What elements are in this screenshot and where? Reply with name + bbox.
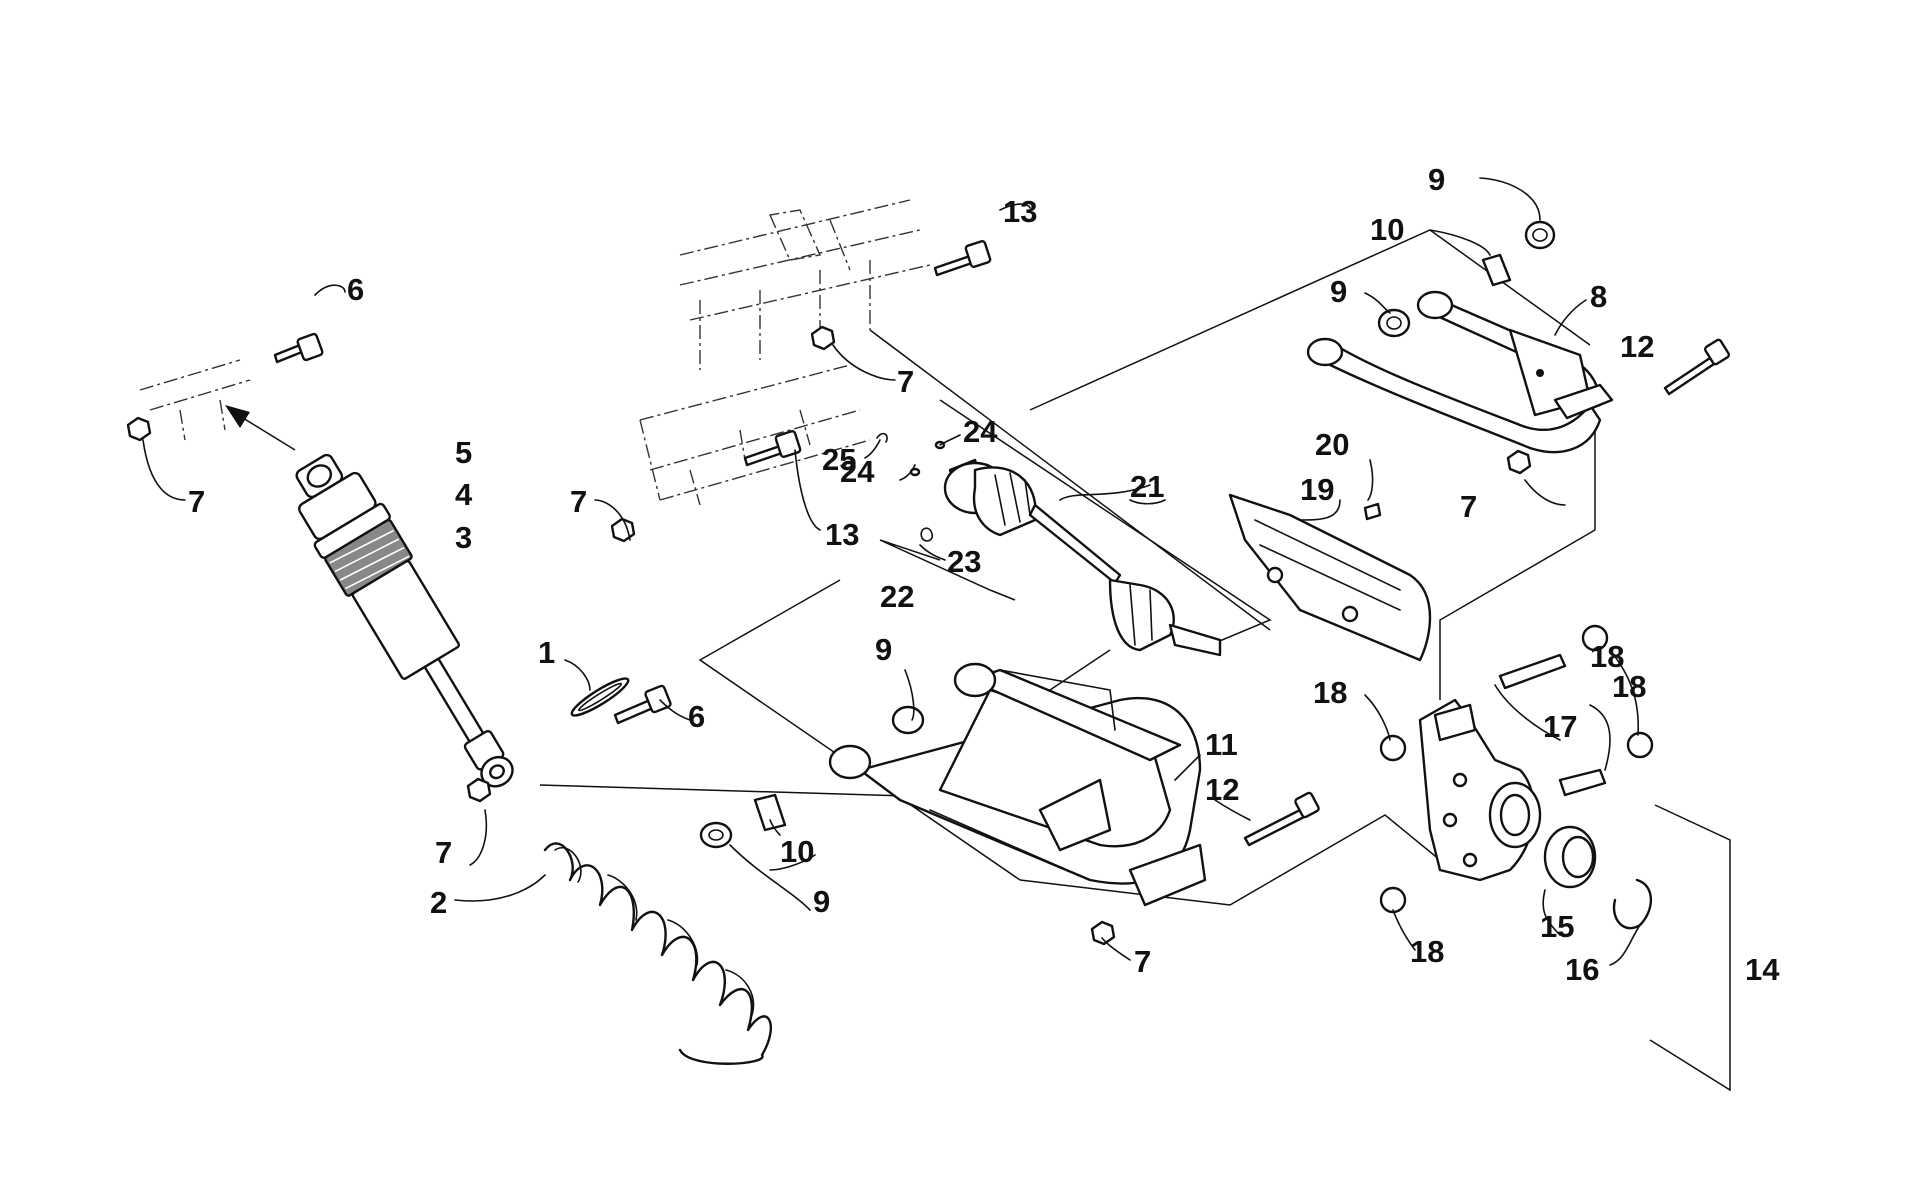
shock-absorber <box>295 453 514 788</box>
bolt-12-upper <box>1663 338 1730 396</box>
callout-24-b: 24 <box>840 454 875 489</box>
lower-a-arm <box>828 662 1207 907</box>
bearing-and-ring <box>1543 825 1653 930</box>
callout-9-c: 9 <box>875 632 892 667</box>
callout-9-b: 9 <box>1330 274 1347 309</box>
callout-7-c: 7 <box>570 484 587 519</box>
callout-20: 20 <box>1315 427 1349 462</box>
callout-8: 8 <box>1590 279 1607 314</box>
callout-19: 19 <box>1300 472 1334 507</box>
nut-7-a <box>126 416 152 442</box>
callout-23: 23 <box>947 544 981 579</box>
callout-5: 5 <box>455 435 472 470</box>
callout-13-b: 13 <box>825 517 859 552</box>
callout-11: 11 <box>1205 727 1238 762</box>
callout-18-b: 18 <box>1612 669 1646 704</box>
callout-2: 2 <box>430 885 447 920</box>
callout-3: 3 <box>455 520 472 555</box>
callout-15: 15 <box>1540 909 1574 944</box>
callout-6-top: 6 <box>347 272 364 307</box>
bolt-6-top <box>273 332 324 364</box>
callout-24-a: 24 <box>963 414 998 449</box>
guard-plate <box>1228 493 1432 662</box>
clip-ring <box>570 677 630 717</box>
callout-7-b: 7 <box>897 364 914 399</box>
callout-25: 25 <box>822 442 856 477</box>
bolt-13-mid <box>743 430 802 467</box>
callout-9-a: 9 <box>1428 162 1445 197</box>
callout-14: 14 <box>1745 952 1780 987</box>
bolt-13-top <box>933 240 992 277</box>
callout-18-d: 18 <box>1590 639 1624 674</box>
callout-7-e: 7 <box>1134 944 1151 979</box>
nut-7-c <box>610 517 636 543</box>
vehicle-frame <box>139 199 931 506</box>
drive-axle <box>943 458 1222 657</box>
upper-bushings <box>1377 220 1556 338</box>
callout-9-d: 9 <box>813 884 830 919</box>
nut-7-b <box>810 325 836 351</box>
nuts <box>126 325 1532 946</box>
coil-spring <box>543 842 772 1065</box>
callout-18-a: 18 <box>1313 675 1347 710</box>
callout-18-c: 18 <box>1410 934 1444 969</box>
callout-labels: 1 2 3 4 5 6 6 7 7 7 7 7 7 8 9 9 9 9 10 1… <box>188 162 1780 987</box>
callout-7-d: 7 <box>435 835 452 870</box>
steering-knuckle <box>1418 698 1542 882</box>
callout-13-a: 13 <box>1003 194 1037 229</box>
nut-7-d <box>466 777 492 803</box>
bolt-12-lower <box>1243 791 1320 847</box>
assembly-lines <box>225 229 1731 1092</box>
axle-small-parts <box>876 432 946 542</box>
arrow-head-icon <box>225 405 250 428</box>
callout-4: 4 <box>455 477 473 512</box>
knuckle-sleeves <box>1379 624 1654 914</box>
lower-bushings <box>699 705 925 849</box>
callout-6-mid: 6 <box>688 699 705 734</box>
callout-leaders <box>142 177 1641 966</box>
bolt-6-mid <box>613 684 672 725</box>
upper-a-arm <box>1306 290 1614 454</box>
callout-21: 21 <box>1130 469 1164 504</box>
callout-7-f: 7 <box>1460 489 1477 524</box>
bolts <box>273 240 1730 847</box>
nut-7-f <box>1506 449 1532 475</box>
callout-16: 16 <box>1565 952 1599 987</box>
callout-10-b: 10 <box>780 834 814 869</box>
callout-12-b: 12 <box>1205 772 1239 807</box>
callout-7-a: 7 <box>188 484 205 519</box>
callout-17: 17 <box>1543 709 1577 744</box>
callout-10-a: 10 <box>1370 212 1404 247</box>
callout-12-a: 12 <box>1620 329 1654 364</box>
callout-1: 1 <box>538 635 555 670</box>
callout-22: 22 <box>880 579 914 614</box>
nut-7-e <box>1090 920 1116 946</box>
